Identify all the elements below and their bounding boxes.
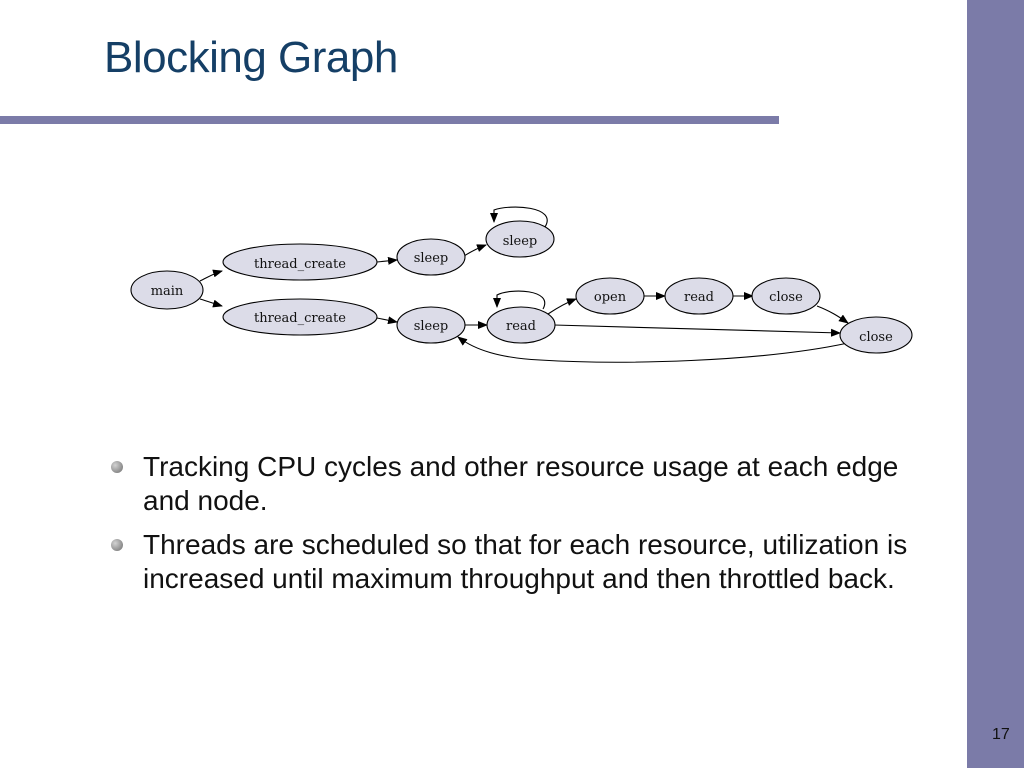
node-read-loop: read xyxy=(486,306,556,344)
edge-sleep-top-2-self-loop xyxy=(490,206,548,228)
node-label-sleep-top-2: sleep xyxy=(503,234,538,249)
edge-close-to-close xyxy=(816,305,849,324)
node-close-2: close xyxy=(839,316,913,354)
graph-edges xyxy=(199,206,849,363)
node-open: open xyxy=(575,277,645,315)
bullet-dot-icon xyxy=(111,461,123,473)
page-number: 17 xyxy=(992,726,1010,743)
bullet-text: Threads are scheduled so that for each r… xyxy=(143,529,908,594)
bullet-text: Tracking CPU cycles and other resource u… xyxy=(143,451,899,516)
node-label-read: read xyxy=(684,290,714,305)
node-sleep-top-2: sleep xyxy=(485,220,555,258)
node-label-sleep-bottom: sleep xyxy=(414,319,449,334)
node-main: main xyxy=(130,270,204,310)
node-label-close-2: close xyxy=(859,330,893,345)
node-label-close-1: close xyxy=(769,290,803,305)
node-label-sleep-top-1: sleep xyxy=(414,251,449,266)
bullet-dot-icon xyxy=(111,539,123,551)
node-read: read xyxy=(664,277,734,315)
node-label-thread-create-top: thread_create xyxy=(254,257,346,272)
slide-title: Blocking Graph xyxy=(104,33,398,82)
edge-read-to-close-direct xyxy=(553,324,841,337)
node-thread-create-top: thread_create xyxy=(222,243,378,281)
side-band xyxy=(967,0,1024,768)
node-thread-create-bottom: thread_create xyxy=(222,298,378,336)
graph-nodes: main thread_create thread_create sleep s… xyxy=(130,220,913,354)
edge-thread-create-to-sleep-top xyxy=(376,256,398,265)
edge-close-back-to-sleep xyxy=(457,336,849,363)
node-label-main: main xyxy=(151,284,184,299)
node-sleep-top-1: sleep xyxy=(396,238,466,276)
title-underline xyxy=(0,116,779,124)
bullet-item: Tracking CPU cycles and other resource u… xyxy=(108,450,928,518)
edge-sleep-top-to-sleep-top-2 xyxy=(463,244,487,257)
edge-read-self-loop xyxy=(493,290,546,310)
node-label-open: open xyxy=(594,290,627,305)
node-sleep-bottom: sleep xyxy=(396,306,466,344)
bullet-item: Threads are scheduled so that for each r… xyxy=(108,528,928,596)
edge-read-to-open xyxy=(547,298,577,315)
edge-main-to-thread-create-bottom xyxy=(199,298,223,308)
node-close-1: close xyxy=(751,277,821,315)
node-label-thread-create-bottom: thread_create xyxy=(254,311,346,326)
edge-thread-create-to-sleep-bottom xyxy=(376,316,398,325)
node-label-read-loop: read xyxy=(506,319,536,334)
edge-main-to-thread-create-top xyxy=(199,269,223,282)
bullet-list: Tracking CPU cycles and other resource u… xyxy=(108,450,928,606)
